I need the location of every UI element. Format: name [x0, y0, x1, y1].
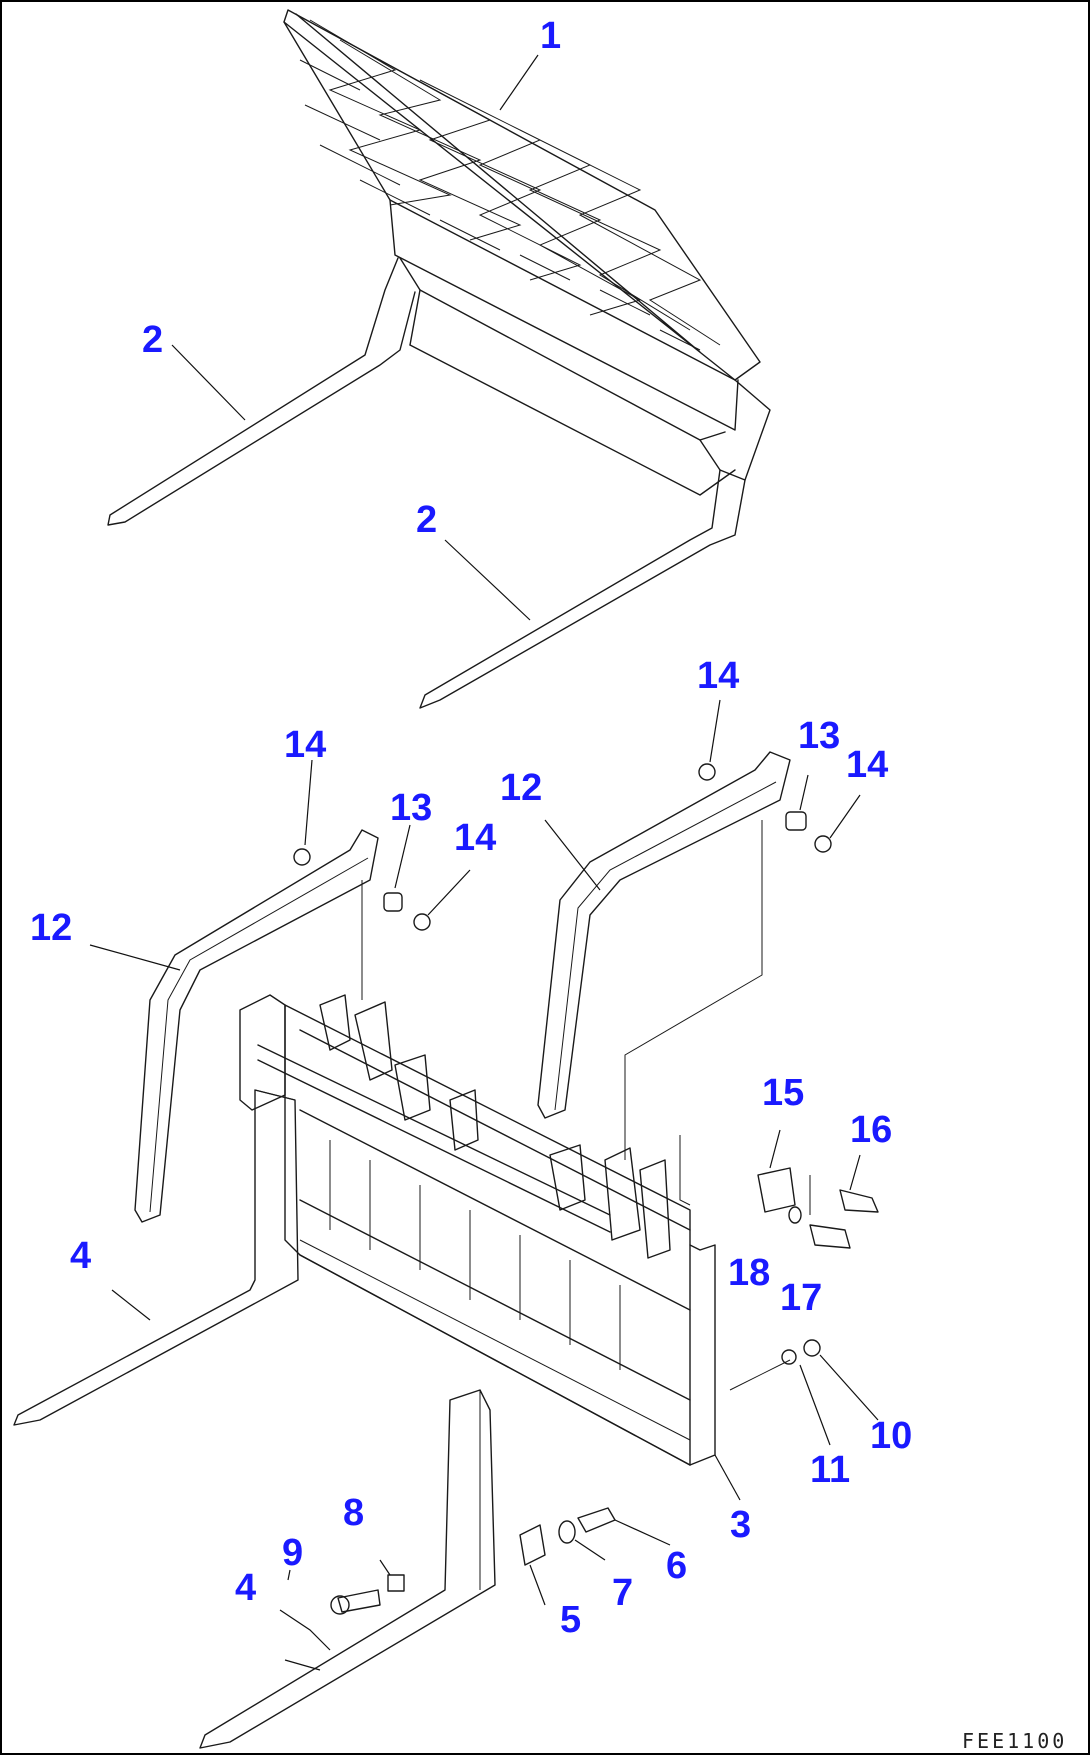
- callout-13: 13: [798, 715, 840, 757]
- callout-3: 3: [730, 1504, 751, 1546]
- callout-14: 14: [697, 655, 739, 697]
- lower-fork-right: [199, 1389, 496, 1749]
- carriage-frame: [239, 994, 716, 1466]
- mesh-backrest: [283, 9, 761, 441]
- callout-5: 5: [560, 1599, 581, 1641]
- callout-12: 12: [500, 767, 542, 809]
- drawing-code: FEE1100: [962, 1729, 1067, 1753]
- callout-8: 8: [343, 1492, 364, 1534]
- callout-1: 1: [540, 15, 561, 57]
- callout-14: 14: [454, 817, 496, 859]
- upper-fork-right: [409, 344, 771, 709]
- side-arm-right: [537, 751, 791, 1119]
- callout-18: 18: [728, 1252, 770, 1294]
- callout-labels: 1 2 2 3 4 4 5 6 7 8 9 10 11 12 12 13 13 …: [30, 15, 912, 1641]
- callout-14: 14: [846, 744, 888, 786]
- callout-16: 16: [850, 1109, 892, 1151]
- callout-6: 6: [666, 1545, 687, 1587]
- callout-17: 17: [780, 1277, 822, 1319]
- callout-2: 2: [416, 499, 437, 541]
- upper-fork-left: [107, 257, 421, 526]
- callout-2: 2: [142, 319, 163, 361]
- assembly-lines: [361, 820, 811, 1391]
- lower-fork-left: [13, 1089, 299, 1426]
- callout-15: 15: [762, 1072, 804, 1114]
- callout-7: 7: [612, 1572, 633, 1614]
- callout-4: 4: [235, 1567, 256, 1609]
- callout-9: 9: [282, 1532, 303, 1574]
- callout-14: 14: [284, 724, 326, 766]
- callout-12: 12: [30, 907, 72, 949]
- callout-4: 4: [70, 1235, 91, 1277]
- callout-13: 13: [390, 787, 432, 829]
- hardware-parts: [330, 1167, 879, 1615]
- small-fasteners: [293, 763, 832, 931]
- leader-lines: [89, 54, 879, 1671]
- side-arm-left: [134, 829, 379, 1223]
- callout-10: 10: [870, 1415, 912, 1457]
- callout-11: 11: [810, 1449, 850, 1491]
